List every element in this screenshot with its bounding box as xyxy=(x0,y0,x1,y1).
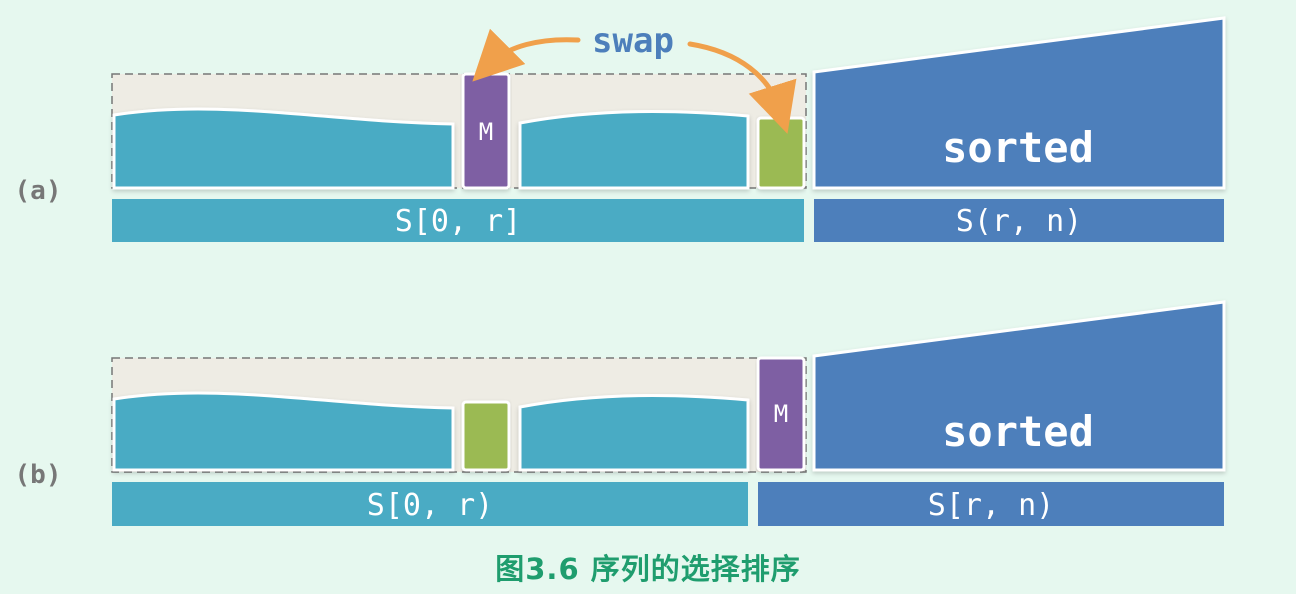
left-range-label: S[0, r] xyxy=(395,204,521,239)
sorted-region xyxy=(812,300,1226,472)
panel-a: (a) M sorted swap S[0, r] S(r, n) xyxy=(15,16,1226,242)
sorted-region-label: sorted xyxy=(942,407,1094,456)
right-range-bar xyxy=(758,482,1224,526)
panel-a-label: (a) xyxy=(15,176,62,206)
max-element-label: M xyxy=(774,400,788,428)
left-range-label: S[0, r) xyxy=(367,488,493,523)
max-element-label: M xyxy=(479,118,493,146)
last-unsorted-element xyxy=(756,116,806,190)
figure-caption: 图3.6 序列的选择排序 xyxy=(495,552,801,586)
unsorted-block-left xyxy=(112,107,455,190)
swap-arrow-left xyxy=(472,28,581,82)
left-range-bar xyxy=(112,199,804,242)
swap-label: swap xyxy=(592,21,674,61)
panel-b: (b) M sorted S[0, r) S[r, n) xyxy=(15,300,1226,526)
right-range-label: S(r, n) xyxy=(956,204,1082,239)
unsorted-block-left xyxy=(112,391,455,472)
sorted-region-label: sorted xyxy=(942,123,1094,172)
right-range-bar xyxy=(814,199,1224,242)
max-element xyxy=(756,356,806,472)
unsorted-block-right xyxy=(518,110,750,190)
panel-b-label: (b) xyxy=(15,460,62,490)
swapped-element xyxy=(461,400,511,472)
left-range-bar xyxy=(112,482,748,526)
right-range-label: S[r, n) xyxy=(928,488,1054,523)
sorted-region xyxy=(812,16,1226,190)
unsorted-block-right xyxy=(518,394,750,472)
swap-arrow-right xyxy=(687,41,797,134)
